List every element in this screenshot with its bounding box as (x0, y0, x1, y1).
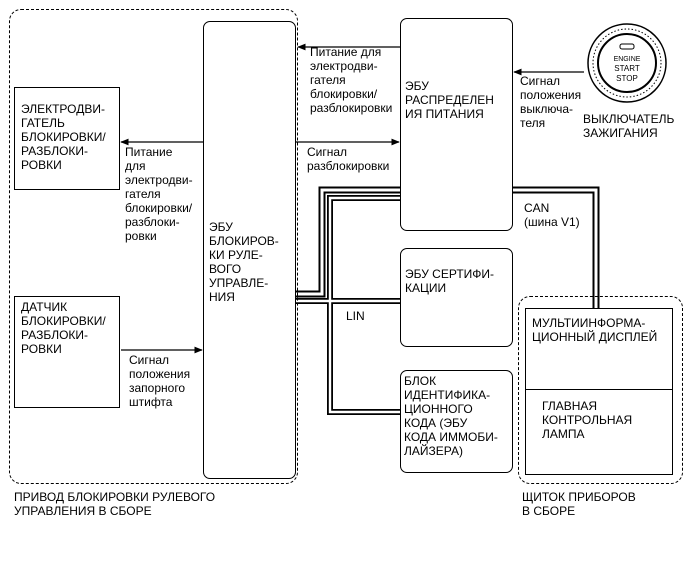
signal-ignition-position: Сигнал положения выключа- теля (520, 74, 582, 130)
lock-sensor-block: ДАТЧИК БЛОКИРОВКИ/ РАЗБЛОКИ- РОВКИ (14, 296, 120, 408)
lin-bus-line (296, 195, 401, 415)
instrument-cluster-frame (518, 296, 683, 484)
steering-lock-assembly-label: ПРИВОД БЛОКИРОВКИ РУЛЕВОГО УПРАВЛЕНИЯ В … (14, 490, 216, 518)
certification-ecu-label: ЭБУ СЕРТИФИ- КАЦИИ (405, 267, 495, 295)
can-bus-line (296, 186, 600, 308)
master-warning-label: ГЛАВНАЯ КОНТРОЛЬНАЯ ЛАМПА (542, 399, 633, 441)
lock-motor-block: ЭЛЕКТРОДВИ- ГАТЕЛЬ БЛОКИРОВКИ/ РАЗБЛОКИ-… (14, 87, 120, 190)
ignition-button-text-2: START (614, 64, 640, 73)
steering-lock-assembly-frame (9, 9, 298, 484)
lin-bus-label: LIN (346, 309, 365, 323)
ignition-switch-label: ВЫКЛЮЧАТЕЛЬ ЗАЖИГАНИЯ (583, 112, 675, 140)
signal-power-to-motor: Питание для электродви- гателя блокировк… (125, 145, 193, 243)
signal-unlock: Сигнал разблокировки (307, 145, 390, 173)
lock-motor-label: ЭЛЕКТРОДВИ- ГАТЕЛЬ БЛОКИРОВКИ/ РАЗБЛОКИ-… (21, 102, 106, 172)
power-distribution-ecu-label: ЭБУ РАСПРЕДЕЛЕН ИЯ ПИТАНИЯ (405, 79, 494, 121)
instrument-cluster-divider (526, 389, 672, 390)
steering-lock-ecu-block: ЭБУ БЛОКИРОВ- КИ РУЛЕ- ВОГО УПРАВЛЕ- НИЯ (203, 21, 296, 479)
immobilizer-ecu-block: БЛОК ИДЕНТИФИКА- ЦИОННОГО КОДА (ЭБУ КОДА… (400, 370, 513, 473)
certification-ecu-block: ЭБУ СЕРТИФИ- КАЦИИ (400, 248, 513, 347)
power-distribution-ecu-block: ЭБУ РАСПРЕДЕЛЕН ИЯ ПИТАНИЯ (400, 18, 513, 231)
ignition-button-icon: ENGINE START STOP (587, 23, 667, 103)
steering-lock-ecu-label: ЭБУ БЛОКИРОВ- КИ РУЛЕ- ВОГО УПРАВЛЕ- НИЯ (209, 220, 279, 304)
multi-display-label: МУЛЬТИИНФОРМА- ЦИОННЫЙ ДИСПЛЕЙ (532, 316, 658, 344)
lock-sensor-label: ДАТЧИК БЛОКИРОВКИ/ РАЗБЛОКИ- РОВКИ (21, 300, 106, 356)
signal-pin-position: Сигнал положения запорного штифта (129, 353, 191, 409)
signal-power-to-ecu: Питание для электродви- гателя блокировк… (310, 45, 393, 115)
instrument-cluster-block: МУЛЬТИИНФОРМА- ЦИОННЫЙ ДИСПЛЕЙ ГЛАВНАЯ К… (525, 308, 673, 475)
ignition-button-text-3: STOP (616, 74, 638, 83)
can-bus-label: CAN (шина V1) (524, 201, 580, 229)
immobilizer-ecu-label: БЛОК ИДЕНТИФИКА- ЦИОННОГО КОДА (ЭБУ КОДА… (404, 374, 498, 458)
ignition-button-text-1: ENGINE (614, 56, 641, 63)
instrument-cluster-label: ЩИТОК ПРИБОРОВ В СБОРЕ (522, 490, 636, 518)
